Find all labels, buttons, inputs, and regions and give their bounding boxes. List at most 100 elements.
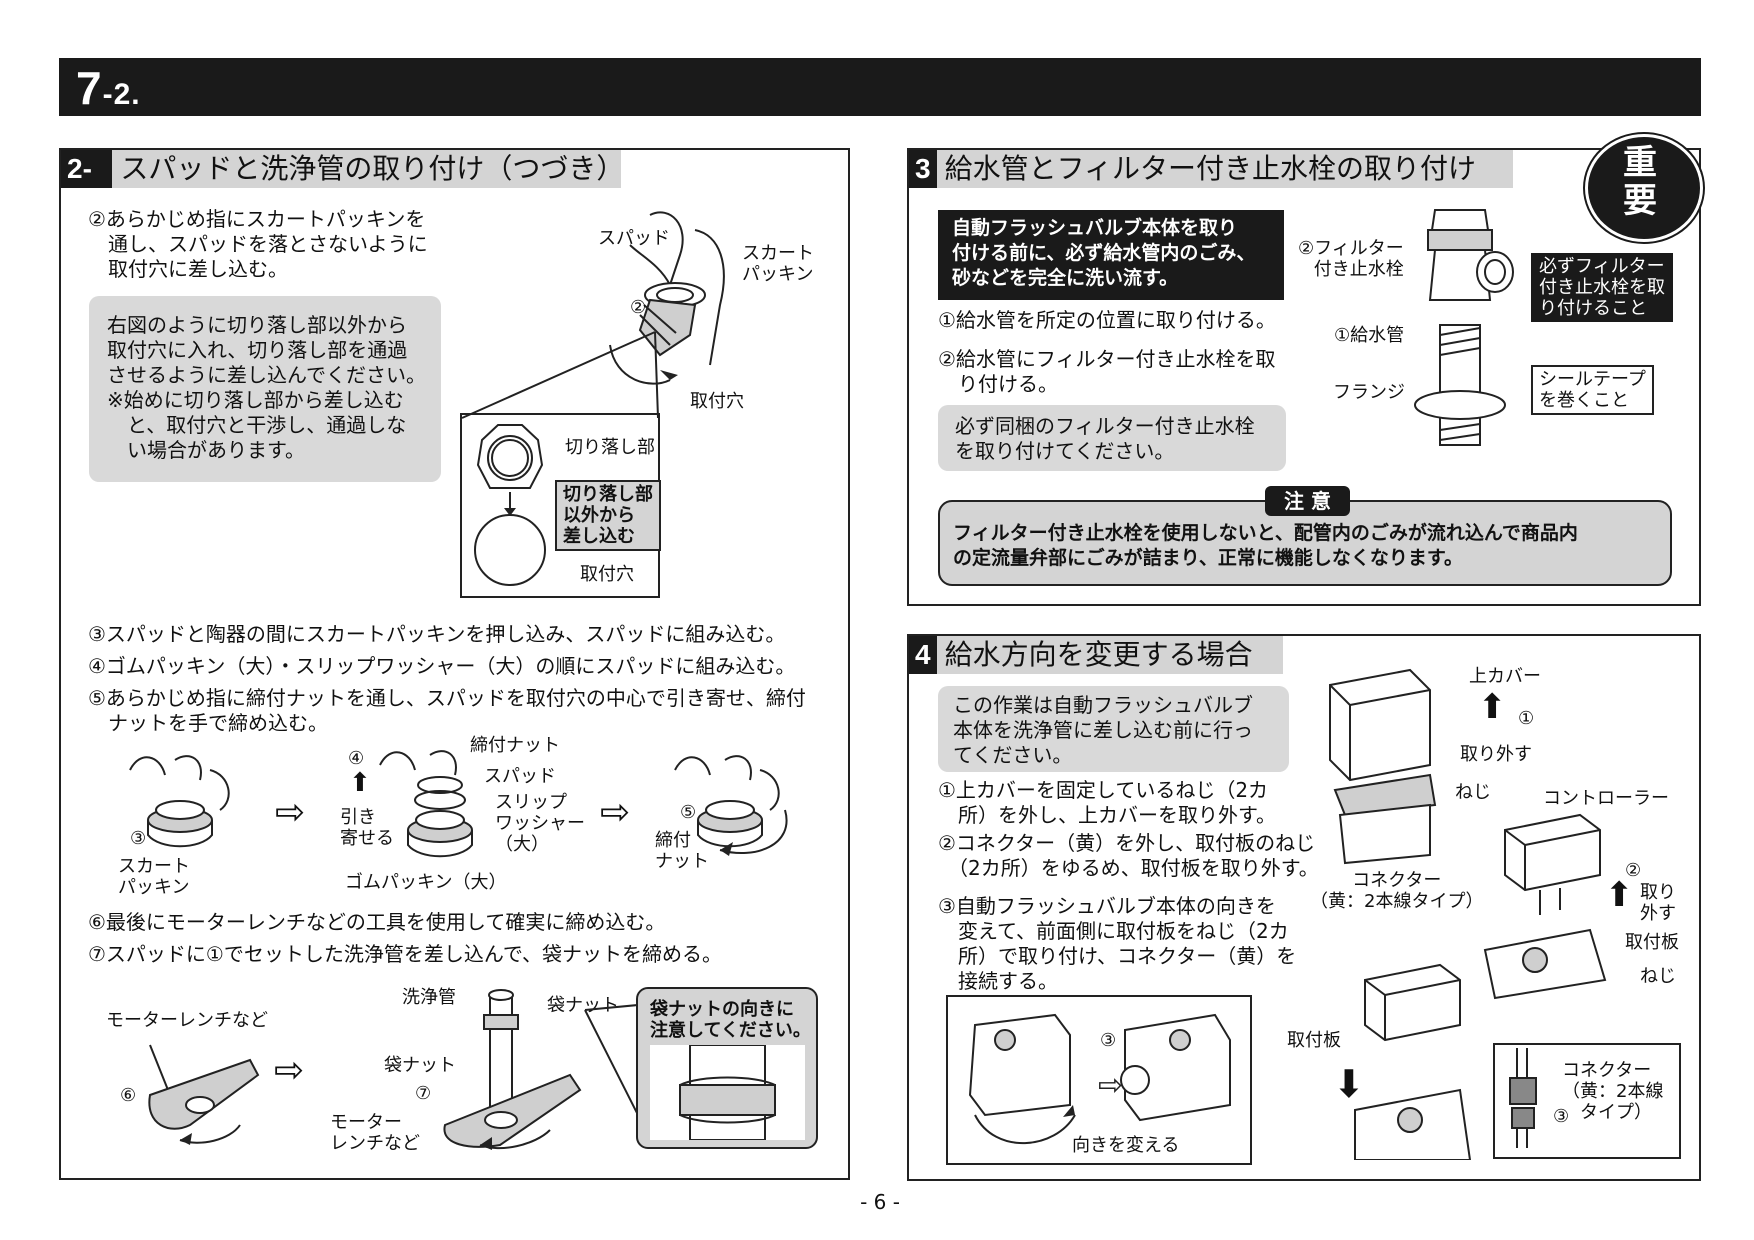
section-title-text: 給水管とフィルター付き止水栓の取り付け bbox=[944, 152, 1477, 185]
assembly-step-b-illustration bbox=[379, 750, 473, 858]
label-mounting-plate-2: 取付板 bbox=[1287, 1030, 1341, 1051]
label-bag-nut: 袋ナット bbox=[547, 995, 619, 1016]
plate-install-illustration bbox=[1354, 963, 1472, 1160]
flush-pipe-nut-illustration bbox=[443, 989, 582, 1150]
arrow-right-icon: ⇨ bbox=[274, 1050, 305, 1091]
insertion-note-text: 右図のように切り落し部以外から 取付穴に入れ、切り落し部を通過 させるように差し… bbox=[107, 313, 426, 462]
seal-tape-box: シールテープ を巻くこと bbox=[1531, 365, 1654, 415]
label-bag-nut-2: 袋ナット bbox=[384, 1055, 456, 1076]
filter-required-box: 必ずフィルター 付き止水栓を取 り付けること bbox=[1531, 253, 1673, 322]
step-5-text: ⑤あらかじめ指に締付ナットを通し、スパッドを取付穴の中心で引き寄せ、締付 ナット… bbox=[88, 686, 806, 735]
label-change-orientation: 向きを変える bbox=[1072, 1135, 1180, 1156]
assembly-step-c-illustration bbox=[674, 755, 788, 856]
label-filter-valve: ②フィルター 付き止水栓 bbox=[1298, 238, 1404, 280]
water-pipe-valve-illustration bbox=[1414, 209, 1514, 446]
section-title-text: 給水方向を変更する場合 bbox=[944, 638, 1253, 671]
page-number: - 6 - bbox=[860, 1190, 900, 1214]
label-step-6: ⑥ bbox=[120, 1085, 137, 1106]
pull-up-arrow-icon: ⬆ bbox=[349, 768, 371, 798]
header-bar bbox=[59, 58, 1701, 116]
controller-removal-illustration bbox=[1483, 813, 1607, 1000]
label-pull-together: 引き 寄せる bbox=[340, 807, 394, 849]
remove-up-arrow-icon: ⬆ bbox=[1605, 875, 1634, 915]
label-water-pipe: ①給水管 bbox=[1334, 325, 1405, 346]
label-screw-2: ねじ bbox=[1640, 966, 1676, 987]
label-step-3b: ③ bbox=[1553, 1106, 1570, 1127]
s3-step-2-text: ②給水管にフィルター付き止水栓を取 り付ける。 bbox=[938, 347, 1276, 396]
nut-orientation-illustration bbox=[650, 1045, 805, 1140]
timing-note-text: この作業は自動フラッシュバルブ 本体を洗浄管に差し込む前に行っ てください。 bbox=[953, 693, 1253, 767]
label-spad-2: スパッド bbox=[484, 766, 556, 787]
down-arrow-icon: ⬇ bbox=[1333, 1062, 1365, 1106]
step-2-text: ②あらかじめ指にスカートパッキンを 通し、スパッドを落とさないように 取付穴に差… bbox=[88, 207, 428, 281]
important-badge bbox=[1583, 132, 1705, 244]
spad-insertion-illustration bbox=[609, 211, 725, 385]
zoom-connector-lines bbox=[461, 331, 659, 419]
label-step-2: ② bbox=[1625, 860, 1642, 881]
s3-step-1-text: ①給水管を所定の位置に取り付ける。 bbox=[938, 308, 1276, 332]
label-mounting-plate: 取付板 bbox=[1625, 932, 1679, 953]
label-tightening-nut-2: 締付 ナット bbox=[655, 830, 709, 872]
s4-step-2-text: ②コネクター（黄）を外し、取付板のねじ （2カ所）をゆるめ、取付板を取り外す。 bbox=[938, 831, 1319, 880]
timing-note bbox=[938, 686, 1289, 772]
label-connector-2: コネクター （黄：2本線 タイプ） bbox=[1562, 1060, 1664, 1123]
step-4-text: ④ゴムパッキン（大）・スリップワッシャー（大）の順にスパッドに組み込む。 bbox=[88, 654, 796, 678]
section-number: 3 bbox=[909, 150, 937, 188]
label-step-3: ③ bbox=[130, 828, 147, 849]
section-3-title: 3 給水管とフィルター付き止水栓の取り付け bbox=[909, 150, 1513, 188]
label-step-1: ① bbox=[1518, 708, 1535, 729]
svg-text:⇨: ⇨ bbox=[1098, 1068, 1123, 1103]
nut-orientation-text: 袋ナットの向きに 注意してください。 bbox=[650, 999, 811, 1041]
label-cutout-part: 切り落し部 bbox=[565, 437, 655, 458]
label-rubber-packing: ゴムパッキン（大） bbox=[345, 872, 507, 893]
arrow-right-icon: ⇨ bbox=[600, 792, 631, 833]
section-number: 2-2 bbox=[61, 150, 113, 222]
flush-valve-cover-illustration bbox=[1329, 668, 1437, 865]
label-controller: コントローラー bbox=[1543, 788, 1669, 809]
label-spad: スパッド bbox=[598, 228, 670, 249]
label-connector: コネクター （黄：2本線タイプ） bbox=[1310, 870, 1484, 912]
important-badge-text: 重 要 bbox=[1623, 143, 1657, 221]
label-skirt-packing: スカート パッキン bbox=[742, 243, 814, 285]
label-slip-washer: スリップ ワッシャー （大） bbox=[495, 792, 585, 855]
label-motor-wrench: モーターレンチなど bbox=[106, 1010, 268, 1031]
label-mounting-hole: 取付穴 bbox=[690, 391, 744, 412]
cutout-diagram bbox=[474, 424, 546, 586]
label-motor-wrench-2: モーター レンチなど bbox=[330, 1112, 420, 1154]
caution-text: フィルター付き止水栓を使用しないと、配管内のごみが流れ込んで商品内 の定流量弁部… bbox=[953, 522, 1578, 569]
step-3-text: ③スパッドと陶器の間にスカートパッキンを押し込み、スパッドに組み込む。 bbox=[88, 622, 786, 646]
label-top-cover: 上カバー bbox=[1469, 666, 1541, 687]
label-screw: ねじ bbox=[1455, 782, 1491, 803]
label-remove-1: 取り外す bbox=[1460, 744, 1532, 765]
filter-valve-note-text: 必ず同梱のフィルター付き止水栓 を取り付けてください。 bbox=[955, 414, 1255, 463]
nut-callout-lines bbox=[584, 1004, 639, 1116]
filter-valve-note bbox=[938, 405, 1286, 471]
section-2-2-title: 2-2 スパッドと洗浄管の取り付け（つづき） bbox=[61, 150, 625, 222]
s4-step-3-text: ③自動フラッシュバルブ本体の向きを 変えて、前面側に取付板をねじ（2カ 所）で取… bbox=[938, 894, 1297, 993]
step-7-text: ⑦スパッドに①でセットした洗浄管を差し込んで、袋ナットを締める。 bbox=[88, 942, 723, 966]
section-number: 4 bbox=[909, 636, 937, 674]
label-remove-2: 取り 外す bbox=[1640, 882, 1676, 924]
label-mounting-hole-2: 取付穴 bbox=[580, 564, 634, 585]
arrow-right-icon: ⇨ bbox=[275, 792, 306, 833]
cutout-instruction-box: 切り落し部 以外から 差し込む bbox=[555, 480, 661, 551]
remove-up-arrow-icon: ⬆ bbox=[1478, 687, 1507, 727]
connector-detail-illustration bbox=[1509, 1048, 1537, 1148]
label-step-7: ⑦ bbox=[415, 1083, 432, 1104]
label-step-4: ④ bbox=[348, 748, 365, 769]
label-skirt-packing-2: スカート パッキン bbox=[118, 856, 190, 898]
section-title-text: スパッドと洗浄管の取り付け（つづき） bbox=[120, 152, 625, 185]
label-flush-pipe: 洗浄管 bbox=[402, 987, 456, 1008]
label-step-3: ③ bbox=[1100, 1030, 1117, 1051]
step-6-text: ⑥最後にモーターレンチなどの工具を使用して確実に締め込む。 bbox=[88, 910, 666, 934]
label-circle-2: ② bbox=[630, 297, 647, 318]
label-step-5: ⑤ bbox=[680, 802, 697, 823]
orientation-change-illustration: ⇨ bbox=[968, 1013, 1231, 1145]
assembly-step-a-illustration bbox=[129, 755, 230, 848]
label-tightening-nut: 締付ナット bbox=[470, 735, 560, 756]
section-4-title: 4 給水方向を変更する場合 bbox=[909, 636, 1283, 674]
connector-detail-box bbox=[1493, 1043, 1681, 1159]
page-section-number: 7-2. bbox=[76, 62, 141, 114]
s4-step-1-text: ①上カバーを固定しているねじ（2カ 所）を外し、上カバーを取り外す。 bbox=[938, 778, 1276, 827]
wrench-illustration bbox=[148, 1044, 260, 1145]
